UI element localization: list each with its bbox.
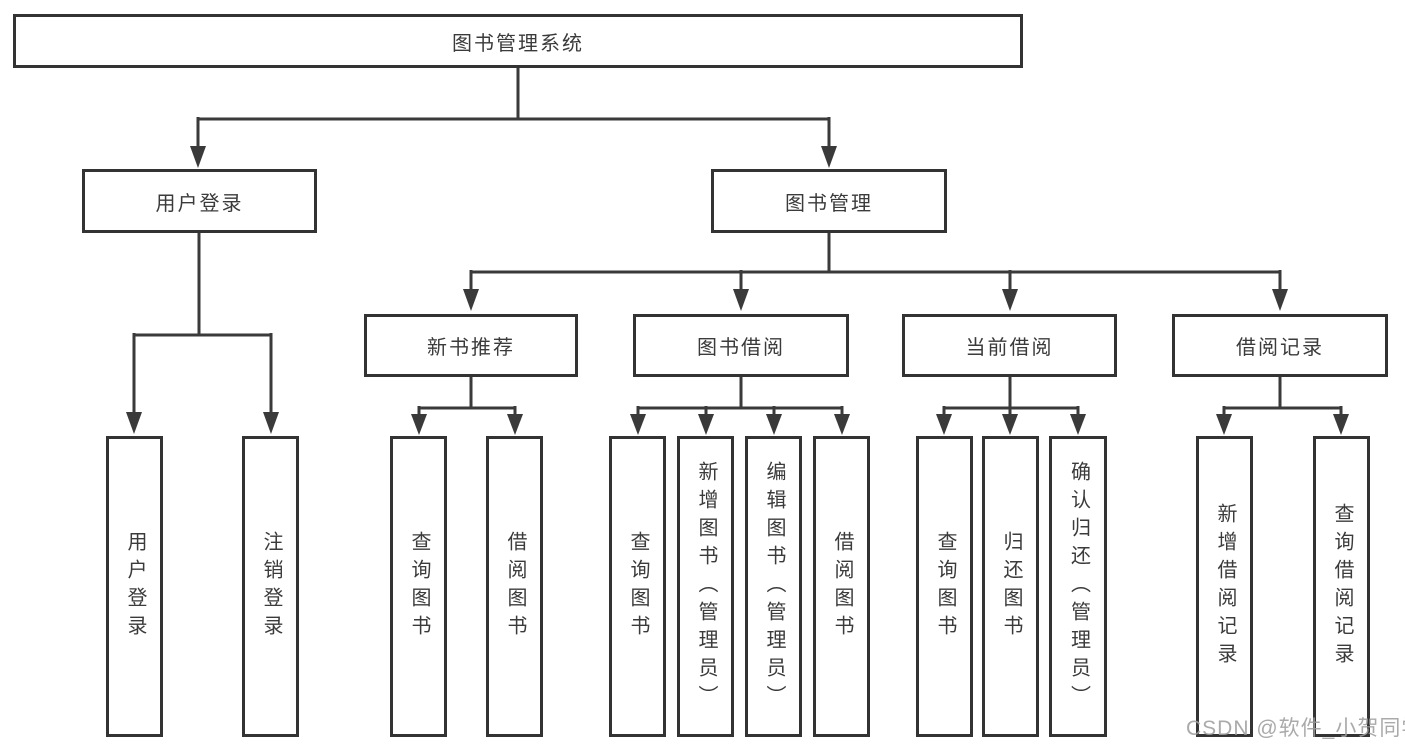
leaf-query-books-borrow: 查询图书	[609, 436, 666, 737]
leaf-label: 注销登录	[260, 530, 282, 643]
leaf-confirm-return-admin: 确认归还（管理员）	[1049, 436, 1107, 737]
node-library-management-system: 图书管理系统	[13, 14, 1023, 68]
leaf-return-books: 归还图书	[982, 436, 1039, 737]
leaf-label: 归还图书	[1000, 530, 1022, 643]
leaf-edit-books-admin: 编辑图书（管理员）	[745, 436, 802, 737]
leaf-label: 查询图书	[627, 530, 649, 643]
leaf-label: 新增借阅记录	[1214, 502, 1236, 671]
node-new-book-recommendation: 新书推荐	[364, 314, 578, 377]
leaf-add-books-admin: 新增图书（管理员）	[677, 436, 734, 737]
leaf-label: 查询图书	[408, 530, 430, 643]
leaf-label: 编辑图书（管理员）	[763, 460, 785, 713]
leaf-query-books-current: 查询图书	[916, 436, 973, 737]
leaf-label: 借阅图书	[831, 530, 853, 643]
leaf-label: 借阅图书	[504, 530, 526, 643]
leaf-label: 新增图书（管理员）	[695, 460, 717, 713]
leaf-borrow-books-borrow: 借阅图书	[813, 436, 870, 737]
node-book-borrowing: 图书借阅	[633, 314, 849, 377]
leaf-query-books-recommend: 查询图书	[390, 436, 447, 737]
node-current-borrowing: 当前借阅	[902, 314, 1117, 377]
leaf-label: 查询图书	[934, 530, 956, 643]
csdn-watermark: CSDN @软件_小贺同学	[1186, 717, 1405, 740]
leaf-label: 用户登录	[124, 530, 146, 643]
leaf-user-login: 用户登录	[106, 436, 163, 737]
node-user-login: 用户登录	[82, 169, 317, 233]
leaf-label: 确认归还（管理员）	[1067, 460, 1090, 713]
leaf-borrow-books-recommend: 借阅图书	[486, 436, 543, 737]
node-book-management: 图书管理	[711, 169, 947, 233]
leaf-query-borrow-record: 查询借阅记录	[1313, 436, 1370, 737]
leaf-label: 查询借阅记录	[1331, 502, 1353, 671]
node-borrowing-records: 借阅记录	[1172, 314, 1388, 377]
leaf-logout: 注销登录	[242, 436, 299, 737]
leaf-add-borrow-record: 新增借阅记录	[1196, 436, 1253, 737]
